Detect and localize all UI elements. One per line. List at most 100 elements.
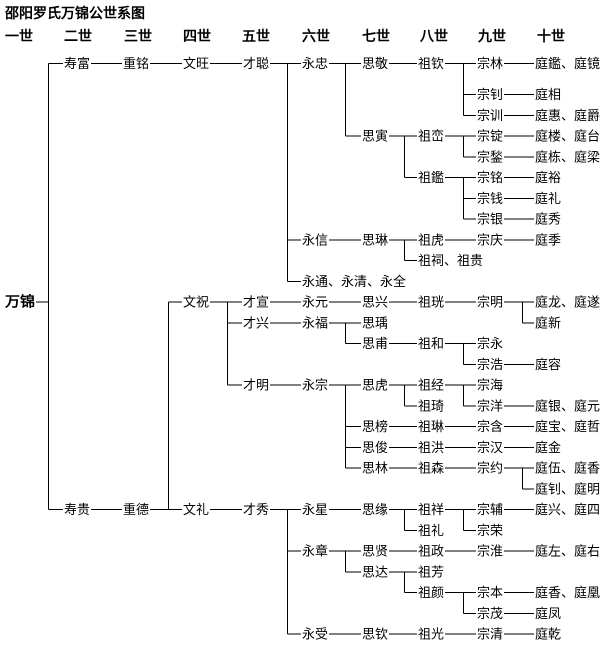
person-node: 宗银 (477, 212, 503, 228)
person-node: 思俊 (362, 441, 388, 456)
person-node: 庭新 (535, 315, 561, 331)
person-node: 思林 (362, 462, 388, 477)
person-node: 宗庆 (477, 232, 503, 248)
person-node: 永宗 (302, 378, 328, 394)
person-node: 思缘 (362, 503, 388, 518)
person-node: 庭容 (535, 357, 561, 373)
person-node: 才宣 (243, 295, 269, 311)
person-node: 祖琳 (418, 420, 444, 435)
person-node: 永受 (302, 628, 328, 643)
person-node: 祖洪 (418, 441, 444, 456)
person-node: 宗汉 (477, 440, 503, 456)
person-node: 祖祥 (418, 503, 444, 518)
person-node: 宗钱 (477, 191, 503, 207)
person-node: 庭裕 (535, 170, 561, 186)
generation-header-4: 四世 (183, 29, 211, 45)
person-node: 祖光 (418, 628, 444, 643)
person-node: 祖珖 (418, 296, 444, 311)
person-node: 思敬 (362, 56, 388, 72)
person-node: 思寅 (362, 129, 388, 145)
person-node: 庭钊、庭明 (535, 481, 600, 497)
person-node: 庭惠、庭爵 (535, 108, 600, 124)
person-node: 庭银、庭元 (535, 398, 600, 414)
person-node: 祖琦 (418, 399, 444, 414)
person-node: 宗林 (477, 56, 503, 72)
person-node: 重德 (123, 502, 149, 518)
generation-header-7: 七世 (362, 29, 390, 45)
person-node: 文祝 (183, 296, 209, 311)
person-node: 庭凤 (535, 606, 561, 622)
person-node: 庭左、庭右 (535, 544, 600, 560)
person-node: 永福 (302, 316, 328, 331)
person-node: 宗辅 (477, 502, 503, 518)
person-node: 庭秀 (535, 212, 561, 228)
person-node: 永忠 (302, 57, 328, 72)
person-node: 永章 (302, 544, 328, 560)
person-node: 才兴 (243, 316, 269, 331)
person-node: 祖钦 (418, 57, 444, 72)
person-node: 庭宝、庭哲 (535, 419, 600, 435)
person-node: 庭栋、庭梁 (535, 149, 600, 165)
person-node: 宗钊 (477, 87, 503, 103)
person-node: 宗淮 (477, 544, 503, 560)
person-node: 庭楼、庭台 (535, 129, 600, 145)
person-node: 宗荣 (477, 523, 503, 539)
generation-header-1: 一世 (5, 29, 33, 45)
person-node: 重铭 (123, 56, 149, 72)
person-node: 才聪 (243, 57, 269, 72)
person-node: 祖虎 (418, 233, 444, 248)
generation-header-10: 十世 (537, 29, 565, 45)
generation-header-8: 八世 (420, 29, 448, 45)
person-node: 祖政 (418, 545, 444, 560)
person-node: 庭金 (535, 440, 561, 456)
person-node: 思达 (362, 565, 388, 580)
person-node: 庭鑑、庭镜 (535, 56, 600, 72)
person-node: 思瑀 (362, 316, 388, 331)
person-node: 庭乾 (535, 627, 561, 643)
person-node: 祖颜 (418, 585, 444, 601)
person-node: 思榜 (362, 419, 388, 435)
person-node: 宗约 (477, 461, 503, 477)
person-node: 庭季 (535, 232, 561, 248)
person-node: 才明 (243, 379, 269, 394)
person-node: 庭龙、庭遂 (535, 295, 600, 311)
generation-header-2: 二世 (64, 29, 92, 45)
person-node: 宗鍫 (477, 149, 503, 165)
person-node: 永通、永清、永全 (302, 274, 406, 290)
person-node: 思虎 (362, 379, 388, 394)
person-node: 宗清 (477, 627, 503, 643)
root-ancestor: 万锦 (4, 294, 35, 311)
person-node: 思贤 (362, 545, 388, 560)
person-node: 祖礼 (418, 523, 444, 539)
person-node: 文旺 (183, 57, 209, 72)
person-node: 思钦 (362, 628, 388, 643)
person-node: 祖芳 (418, 565, 444, 580)
person-node: 祖经 (418, 379, 444, 394)
person-node: 宗明 (477, 295, 503, 311)
person-node: 永信 (302, 233, 328, 248)
person-node: 庭香、庭凰 (535, 585, 600, 601)
person-node: 祖峦 (418, 129, 444, 145)
person-node: 思兴 (362, 296, 388, 311)
person-node: 宗含 (477, 419, 503, 435)
person-node: 宗海 (477, 378, 503, 394)
generation-header-6: 六世 (302, 29, 330, 45)
person-node: 思甫 (362, 337, 388, 352)
person-node: 宗锭 (477, 129, 503, 145)
person-node: 庭伍、庭香 (535, 461, 600, 477)
person-node: 庭相 (535, 87, 561, 103)
person-node: 宗铭 (477, 170, 503, 186)
person-node: 祖鑑 (418, 170, 444, 186)
person-node: 宗本 (477, 585, 503, 601)
person-node: 庭礼 (535, 191, 561, 207)
person-node: 寿富 (64, 56, 90, 72)
person-node: 思琳 (362, 233, 388, 248)
person-node: 寿贵 (64, 503, 90, 518)
person-node: 祖和 (418, 337, 444, 352)
person-node: 祖祠、祖贵 (418, 254, 483, 269)
chart-title: 邵阳罗氏万锦公世系图 (5, 6, 145, 22)
person-node: 宗浩 (477, 357, 503, 373)
person-node: 永元 (302, 296, 328, 311)
generation-header-3: 三世 (124, 29, 152, 45)
